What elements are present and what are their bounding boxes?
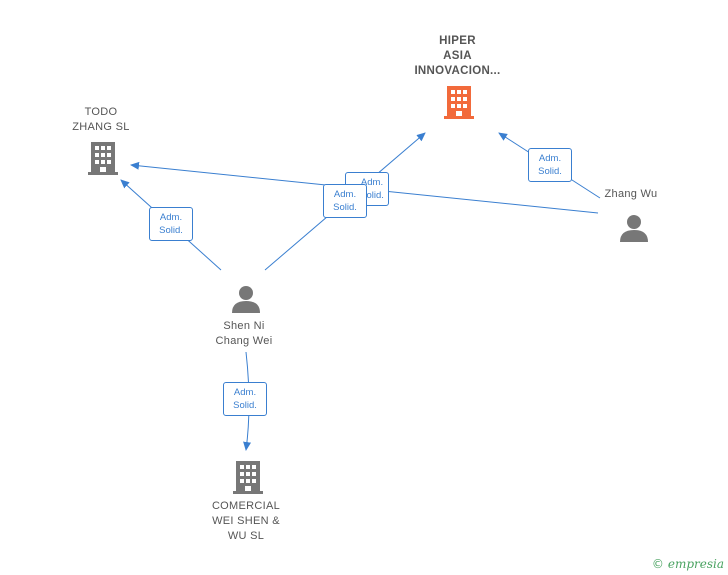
person-label-shen-ni[interactable]: Shen Ni Chang Wei bbox=[215, 320, 273, 347]
role-badge-shenni-hiper[interactable]: Adm. Solid. bbox=[323, 184, 367, 218]
company-label-hiper[interactable]: HIPER ASIA INNOVACION... bbox=[414, 35, 501, 77]
role-badge-shenni-todo[interactable]: Adm. Solid. bbox=[149, 207, 193, 241]
person-label-zhang-wu[interactable]: Zhang Wu bbox=[604, 188, 658, 200]
building-icon[interactable] bbox=[88, 140, 118, 176]
person-icon[interactable] bbox=[619, 213, 649, 243]
copyright-icon: © bbox=[651, 557, 664, 571]
role-badge-zhangwu-hiper[interactable]: Adm. Solid. bbox=[528, 148, 572, 182]
company-label-comercial[interactable]: COMERCIAL WEI SHEN & WU SL bbox=[211, 500, 281, 542]
building-icon[interactable] bbox=[233, 459, 263, 495]
brand-logo: ©empresia bbox=[652, 557, 724, 571]
company-label-todo[interactable]: TODO ZHANG SL bbox=[72, 106, 130, 133]
role-badge-shenni-comercial[interactable]: Adm. Solid. bbox=[223, 382, 267, 416]
brand-name: empresia bbox=[667, 557, 724, 571]
person-icon[interactable] bbox=[231, 284, 261, 314]
building-icon[interactable] bbox=[444, 84, 474, 120]
